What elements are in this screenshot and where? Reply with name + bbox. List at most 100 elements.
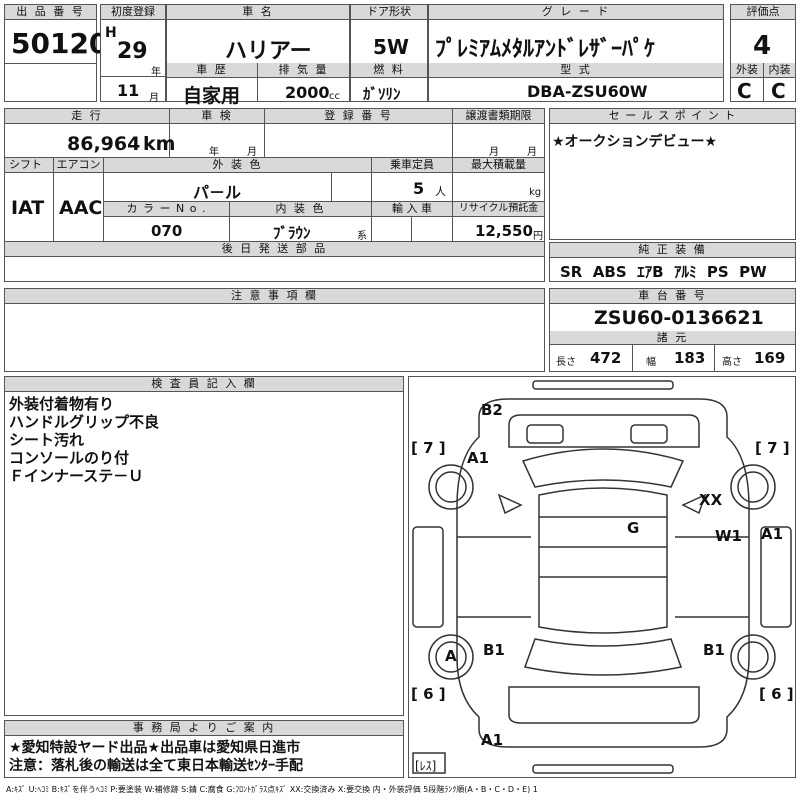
registration-number-label: 登 録 番 号: [265, 109, 452, 124]
lot-number-label: 出 品 番 号: [5, 5, 96, 20]
door-type: 5W: [373, 35, 409, 59]
length-value: 472: [590, 349, 622, 367]
equipment-box: 純 正 装 備 SR ABS ｴｱB ｱﾙﾐ PS PW: [549, 242, 796, 282]
door-label: ドア形状: [351, 5, 427, 20]
document-deadline-label: 譲渡書類期限: [453, 109, 544, 124]
era: H: [105, 25, 117, 41]
color-number: 070: [151, 222, 183, 240]
grade-box: グ レ ー ド ﾌﾟﾚﾐｱﾑﾒﾀﾙｱﾝﾄﾞﾚｻﾞｰﾊﾟｹ 型 式 DBA-ZSU…: [428, 4, 724, 102]
mark-res: [ﾚｽ]: [415, 759, 437, 773]
registration-year: 29: [117, 39, 148, 64]
mark-g: G: [627, 519, 640, 537]
year-unit: 年: [151, 67, 161, 78]
displacement: 2000: [285, 83, 330, 102]
inspector-note: Ｆインナーステ－Ｕ: [9, 467, 144, 485]
recycle-fee: 12,550: [475, 222, 533, 240]
capacity-label: 乗車定員: [372, 158, 452, 173]
fuel-label: 燃 料: [351, 63, 427, 78]
displacement-label: 排 気 量: [258, 63, 349, 78]
document-day-unit: 月: [527, 147, 537, 158]
legend: A:ｷｽﾞ U:ﾍｺﾐ B:ｷｽﾞを伴うﾍｺﾐ P:要塗装 W:補修跡 S:錆 …: [6, 785, 538, 794]
vehicle-detail-box: 走 行 車 検 登 録 番 号 譲渡書類期限 86,964 km 年 月 月 月…: [4, 108, 545, 282]
overall-score: 4: [753, 31, 772, 61]
mark-b1-left: B1: [483, 641, 505, 659]
width-value: 183: [674, 349, 706, 367]
office-notice-box: 事 務 局 よ り ご 案 内 ★愛知特設ヤード出品★出品車は愛知県日進市 注意…: [4, 720, 404, 778]
mark-six-left: [ 6 ]: [411, 685, 446, 703]
height-value: 169: [754, 349, 786, 367]
color-number-label: カ ラ ー N o .: [104, 202, 229, 217]
mark-b1-right: B1: [703, 641, 725, 659]
shift-type: IAT: [11, 197, 45, 219]
mileage-label: 走 行: [5, 109, 169, 124]
capacity: 5: [413, 179, 425, 198]
exterior-label: 外装: [731, 63, 763, 78]
score-box: 評価点 4 外装 内装 C C: [730, 4, 796, 103]
car-name: ハリアー: [225, 39, 312, 64]
inspection-label: 車 検: [170, 109, 264, 124]
width-label: 幅: [646, 357, 656, 368]
history-label: 車 歴: [167, 63, 257, 78]
mark-w1: W1: [715, 527, 742, 545]
interior-label: 内装: [764, 63, 795, 78]
equipment-list: SR ABS ｴｱB ｱﾙﾐ PS PW: [560, 263, 767, 281]
recycle-unit: 円: [533, 231, 543, 242]
interior-grade: C: [771, 79, 786, 103]
history: 自家用: [183, 85, 241, 107]
chassis-number: ZSU60-0136621: [594, 307, 764, 329]
exterior-color-label: 外 装 色: [104, 158, 371, 173]
month-unit: 月: [149, 93, 159, 104]
interior-color-suffix: 系: [357, 231, 367, 242]
score-label: 評価点: [731, 5, 795, 20]
mark-xx: XX: [699, 491, 723, 509]
first-registration-label: 初度登録: [101, 5, 165, 20]
registration-month: 11: [117, 81, 140, 100]
capacity-unit: 人: [435, 185, 446, 198]
inspector-notes-label: 検 査 員 記 入 欄: [5, 377, 403, 392]
office-notice-line: ★愛知特設ヤード出品★出品車は愛知県日進市: [9, 740, 301, 756]
caution-box: 注 意 事 項 欄: [4, 288, 545, 372]
lot-number: 50120: [11, 27, 109, 60]
chassis-label: 車 台 番 号: [550, 289, 795, 304]
mileage-unit: km: [143, 133, 176, 155]
lot-number-box: 出 品 番 号 50120: [4, 4, 108, 102]
exterior-color: パ－ル: [193, 183, 242, 202]
inspector-note: ハンドルグリップ不良: [9, 413, 160, 431]
interior-color: ﾌﾞﾗｳﾝ: [273, 224, 311, 242]
mark-seven-left: [ 7 ]: [411, 439, 446, 457]
inspector-notes-box: 検 査 員 記 入 欄 外装付着物有り ハンドルグリップ不良 シート汚れ コンソ…: [4, 376, 404, 716]
mark-six-right: [ 6 ]: [759, 685, 794, 703]
shift-label: シフト: [5, 158, 53, 173]
door-box: ドア形状 5W 燃 料 ｶﾞｿﾘﾝ: [350, 4, 428, 103]
grade: ﾌﾟﾚﾐｱﾑﾒﾀﾙｱﾝﾄﾞﾚｻﾞｰﾊﾟｹ: [435, 37, 656, 62]
mark-b2: B2: [481, 401, 503, 419]
ac-label: エアコン: [54, 158, 103, 173]
later-parts-label: 後 日 発 送 部 品: [5, 242, 544, 257]
equipment-label: 純 正 装 備: [550, 243, 795, 258]
sales-point-text: ★オークションデビュー★: [552, 134, 718, 150]
sales-point-box: セ ー ル ス ポ イ ン ト ★オークションデビュー★: [549, 108, 796, 240]
first-registration-box: 初度登録 H 29 年 11 月: [100, 4, 166, 104]
height-label: 高さ: [722, 357, 742, 368]
mark-a1-right: A1: [761, 525, 784, 543]
inspector-note: コンソールのり付: [9, 449, 130, 467]
office-notice-label: 事 務 局 よ り ご 案 内: [5, 721, 403, 736]
ac-type: AAC: [59, 197, 103, 219]
model-code: DBA-ZSU60W: [527, 82, 648, 101]
damage-diagram-box: B2 A1 [ 7 ] [ 7 ] XX G W1 A1 A B1 B1 [ 6…: [408, 376, 796, 778]
grade-label: グ レ ー ド: [429, 5, 723, 20]
exterior-grade: C: [737, 79, 752, 103]
car-name-box: 車 名 ハリアー 車 歴 排 気 量 自家用 2000 cc: [166, 4, 350, 107]
import-label: 輸 入 車: [372, 202, 452, 217]
sales-point-label: セ ー ル ス ポ イ ン ト: [550, 109, 795, 124]
inspection-year-unit: 年: [209, 147, 219, 158]
mark-a1-bottom: A1: [481, 731, 504, 749]
model-label: 型 式: [429, 63, 723, 78]
recycle-label: リサイクル預託金: [453, 202, 544, 217]
inspector-note: 外装付着物有り: [9, 395, 115, 413]
mark-a: A: [445, 647, 457, 665]
office-notice-line: 注意：落札後の輸送は全て東日本輸送ｾﾝﾀｰ手配: [9, 758, 303, 774]
fuel: ｶﾞｿﾘﾝ: [363, 85, 401, 103]
length-label: 長さ: [556, 357, 576, 368]
dimensions-label: 諸 元: [550, 331, 795, 345]
